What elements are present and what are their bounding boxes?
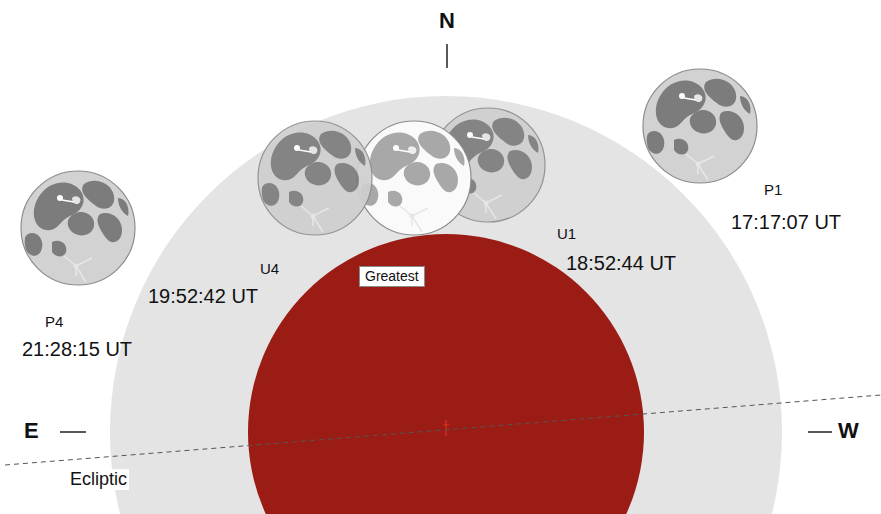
eclipsed-part bbox=[357, 121, 471, 235]
moon-greatest bbox=[357, 121, 471, 235]
moon-p4 bbox=[21, 171, 135, 285]
ecliptic-label: Ecliptic bbox=[68, 469, 129, 490]
contact-time: 19:52:42 UT bbox=[148, 285, 258, 308]
contact-name: P1 bbox=[764, 181, 782, 198]
compass-east: E bbox=[24, 418, 39, 443]
moon-p1 bbox=[643, 69, 757, 183]
compass-west: W bbox=[838, 418, 859, 443]
contact-name: U1 bbox=[557, 225, 576, 242]
contact-time: 18:52:44 UT bbox=[566, 252, 676, 275]
contact-name: U4 bbox=[260, 260, 279, 277]
compass-north: N bbox=[439, 8, 455, 33]
umbra bbox=[248, 234, 644, 514]
moon-u4 bbox=[258, 121, 372, 235]
shadow-center-tick bbox=[445, 420, 446, 436]
node-text: Greatest bbox=[365, 268, 419, 285]
greatest-tag: Greatest bbox=[359, 266, 425, 287]
west-tick bbox=[808, 431, 832, 433]
contact-time: 17:17:07 UT bbox=[731, 211, 841, 234]
contact-time: 21:28:15 UT bbox=[22, 338, 132, 361]
ecliptic-line bbox=[5, 395, 881, 465]
contact-name: P4 bbox=[45, 313, 63, 330]
east-tick bbox=[60, 431, 86, 433]
north-tick bbox=[446, 44, 448, 68]
